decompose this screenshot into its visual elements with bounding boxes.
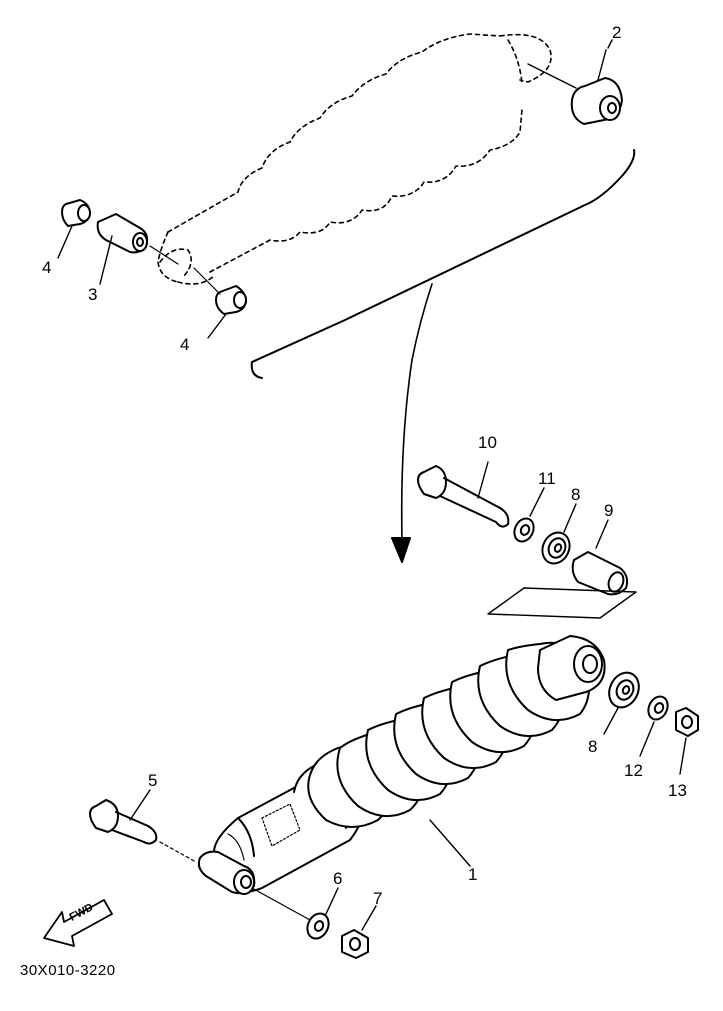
fwd-arrow-icon [44,900,112,946]
part-11-washer [511,488,544,545]
callout-6: 6 [333,869,343,888]
part-12-washer [640,693,671,756]
callout-10: 10 [478,433,497,452]
spring-coils [308,643,589,827]
diagram-code: 30X010-3220 [20,962,116,979]
callout-4-b: 4 [180,335,190,354]
callout-11: 11 [538,469,556,488]
part-1-shock-absorber [199,636,605,920]
callout-8-lower: 8 [588,737,598,756]
callout-2: 2 [612,23,622,42]
part-7-nut [342,906,376,958]
part-10-bolt [418,462,508,527]
part-6-washer [303,888,338,942]
parallelogram-marker [488,588,636,618]
inset-arrowhead [392,538,410,562]
part-4-bushing-b [194,268,246,338]
inset-arrow [402,284,432,540]
callout-12: 12 [624,761,643,780]
inset-panel-outline [252,150,635,378]
callout-7: 7 [373,889,383,908]
part-9-collar [573,520,627,594]
callout-3: 3 [88,285,98,304]
callout-9: 9 [604,501,614,520]
part-13-nut [676,708,698,774]
callout-1: 1 [468,865,478,884]
ghost-shock-body [158,34,551,284]
callout-8-upper: 8 [571,485,581,504]
part-8-seal-lower [604,668,645,734]
part-8-seal-upper [537,504,576,568]
part-4-bushing-a [58,200,90,258]
part-5-bolt [90,790,196,862]
callout-13: 13 [668,781,687,800]
part-2-bushing [528,40,622,124]
callout-5: 5 [148,771,158,790]
callout-4-a: 4 [42,258,52,277]
part-3-collar [98,214,178,284]
